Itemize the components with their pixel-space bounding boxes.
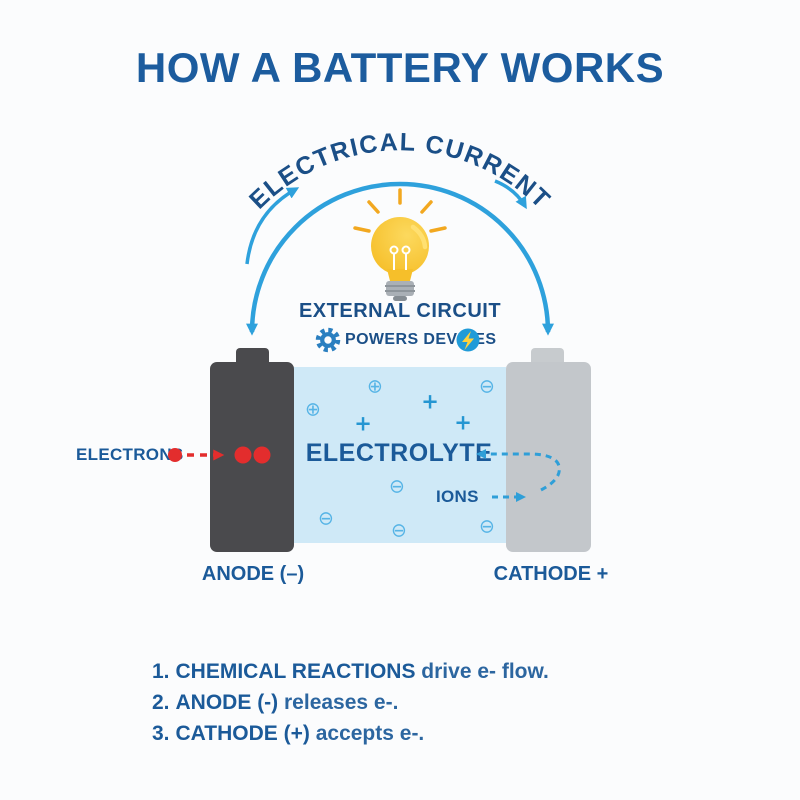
plus-ion-icon: + <box>354 411 372 436</box>
negative-ion-icon: ⊖ <box>318 507 334 530</box>
electrolyte-region <box>292 367 506 543</box>
plus-ion-icon: + <box>421 389 439 414</box>
gear-icon <box>315 327 341 353</box>
page-title: HOW A BATTERY WORKS <box>135 44 665 91</box>
notes-list: 1.CHEMICAL REACTIONS drive e- flow. 2.AN… <box>152 656 549 749</box>
negative-ion-icon: ⊖ <box>389 475 405 498</box>
cathode-electrode <box>506 362 591 552</box>
external-circuit-label: EXTERNAL CIRCUIT <box>298 300 502 322</box>
plus-ion-icon: + <box>454 410 472 435</box>
anode-label: ANODE (–) <box>201 563 305 585</box>
anode-electrode <box>210 362 294 552</box>
negative-ion-icon: ⊖ <box>391 519 407 542</box>
note-item: 3.CATHODE (+) accepts e-. <box>152 722 425 745</box>
positive-ion-icon: ⊕ <box>305 398 321 421</box>
electrical-current-label: ELECTRICAL CURRENT <box>244 128 556 214</box>
current-direction-arrow-left <box>245 187 300 265</box>
negative-ion-icon: ⊖ <box>479 375 495 398</box>
current-direction-arrow-right <box>494 179 527 210</box>
note-item: 2.ANODE (-) releases e-. <box>152 691 399 714</box>
note-item: 1.CHEMICAL REACTIONS drive e- flow. <box>152 660 549 683</box>
powers-devices-label: POWERS DEVICES <box>345 331 497 348</box>
negative-ion-icon: ⊖ <box>479 515 495 538</box>
cathode-label: CATHODE + <box>493 563 609 585</box>
light-bulb-icon <box>353 188 447 301</box>
positive-ion-icon: ⊕ <box>367 375 383 398</box>
ions-label: IONS <box>436 487 479 506</box>
electrons-label: ELECTRONS <box>76 445 184 464</box>
electrolyte-label: ELECTROLYTE <box>305 439 493 467</box>
